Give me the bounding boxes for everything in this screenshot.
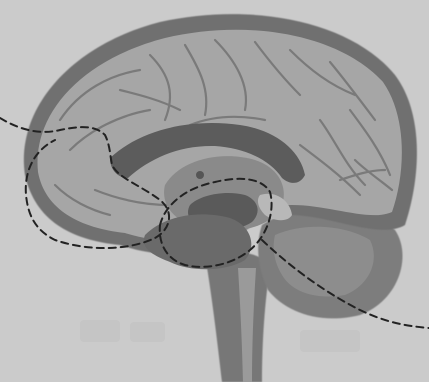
small-dot xyxy=(196,171,204,179)
